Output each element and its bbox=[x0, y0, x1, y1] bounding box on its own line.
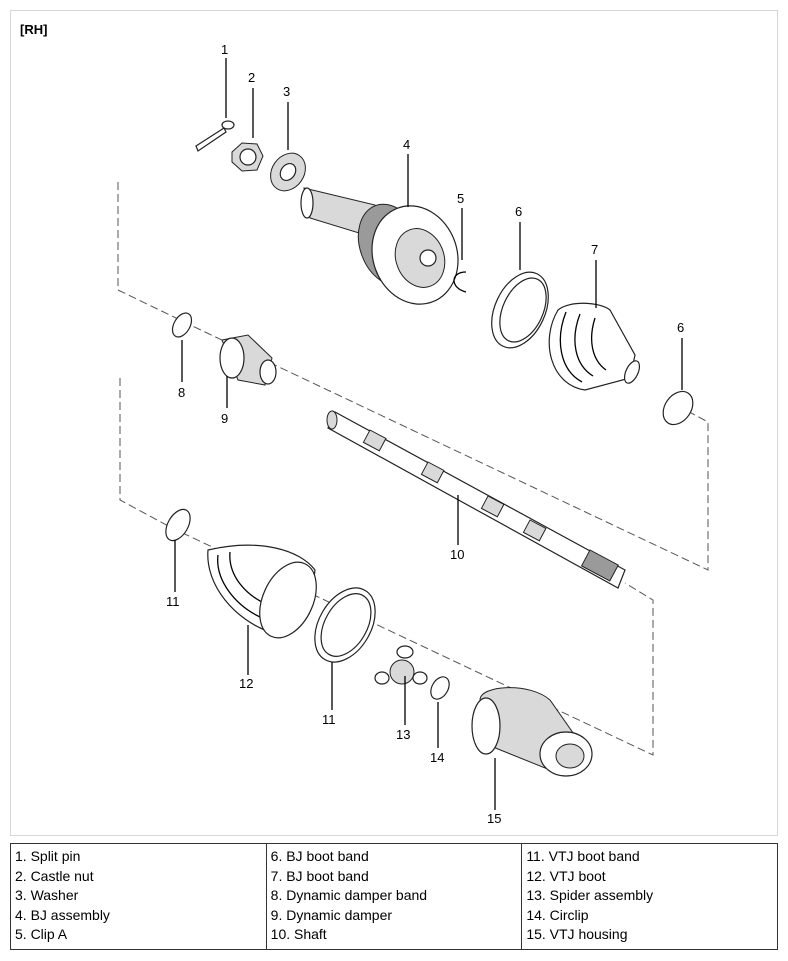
callout-6-upper: 6 bbox=[515, 204, 522, 219]
callout-4: 4 bbox=[403, 137, 410, 152]
callout-15: 15 bbox=[487, 811, 501, 826]
legend-item-vtj-boot-band: 11. VTJ boot band bbox=[526, 848, 640, 864]
callout-9: 9 bbox=[221, 411, 228, 426]
legend-item-bj-assembly: 4. BJ assembly bbox=[15, 906, 110, 923]
legend-item-vtj-boot: 12. VTJ boot bbox=[526, 867, 606, 884]
vtj-boot bbox=[207, 544, 317, 639]
legend-item-shaft: 10. Shaft bbox=[270, 926, 327, 942]
vtj-boot-band-right bbox=[314, 587, 376, 663]
legend-item-split-pin: 1. Split pin bbox=[15, 848, 81, 864]
circlip bbox=[430, 676, 450, 700]
callout-13: 13 bbox=[396, 727, 410, 742]
legend-item-dynamic-damper: 9. Dynamic damper bbox=[270, 906, 393, 923]
callout-12: 12 bbox=[239, 676, 253, 691]
dynamic-damper bbox=[219, 334, 277, 386]
callout-2: 2 bbox=[248, 70, 255, 85]
legend-column-3: 11. VTJ boot band 12. VTJ boot 13. Spide… bbox=[521, 843, 778, 949]
callout-3: 3 bbox=[283, 84, 290, 99]
clip-a bbox=[453, 271, 467, 293]
legend-column-1: 1. Split pin 2. Castle nut 3. Washer 4. … bbox=[10, 843, 267, 949]
leader-lines bbox=[174, 58, 683, 810]
split-pin bbox=[195, 120, 235, 152]
vtj-boot-band-left bbox=[165, 508, 191, 542]
exploded-view-diagram: [RH] bbox=[20, 22, 709, 826]
callout-8: 8 bbox=[178, 385, 185, 400]
callout-11-right: 11 bbox=[322, 712, 336, 727]
legend-item-washer: 3. Washer bbox=[15, 887, 79, 903]
castle-nut bbox=[231, 142, 264, 172]
bj-boot bbox=[548, 302, 641, 391]
legend-column-2: 6. BJ boot band 7. BJ boot band 8. Dynam… bbox=[265, 843, 523, 949]
legend-item-bj-boot-band-6: 6. BJ boot band bbox=[270, 848, 369, 864]
legend-item-bj-boot-band-7: 7. BJ boot band bbox=[270, 867, 369, 884]
bj-boot-band-lower bbox=[662, 390, 694, 426]
callout-11-left: 11 bbox=[166, 594, 180, 609]
bj-boot-band-upper bbox=[491, 271, 549, 349]
callout-6-lower: 6 bbox=[677, 320, 684, 335]
legend-item-vtj-housing: 15. VTJ housing bbox=[526, 926, 628, 942]
callout-5: 5 bbox=[457, 191, 464, 206]
callout-10: 10 bbox=[450, 547, 464, 562]
callout-7: 7 bbox=[591, 242, 598, 257]
diagram-frame bbox=[10, 10, 778, 836]
legend-item-dynamic-damper-band: 8. Dynamic damper band bbox=[270, 887, 428, 903]
alignment-line-lower bbox=[119, 378, 654, 756]
dynamic-damper-band bbox=[171, 312, 193, 338]
alignment-line-upper bbox=[117, 182, 709, 571]
diagram-title: [RH] bbox=[20, 22, 47, 37]
bj-assembly bbox=[300, 187, 459, 305]
vtj-housing bbox=[471, 687, 593, 777]
washer bbox=[270, 152, 306, 192]
legend-item-spider-assembly: 13. Spider assembly bbox=[526, 887, 654, 903]
spider-assembly bbox=[374, 645, 428, 685]
shaft bbox=[326, 410, 626, 589]
legend-item-clip-a: 5. Clip A bbox=[15, 926, 68, 942]
parts-legend-table: 1. Split pin 2. Castle nut 3. Washer 4. … bbox=[10, 843, 778, 950]
legend-item-circlip: 14. Circlip bbox=[526, 906, 589, 923]
callout-14: 14 bbox=[430, 750, 444, 765]
callout-1: 1 bbox=[221, 42, 228, 57]
legend-item-castle-nut: 2. Castle nut bbox=[15, 867, 94, 884]
